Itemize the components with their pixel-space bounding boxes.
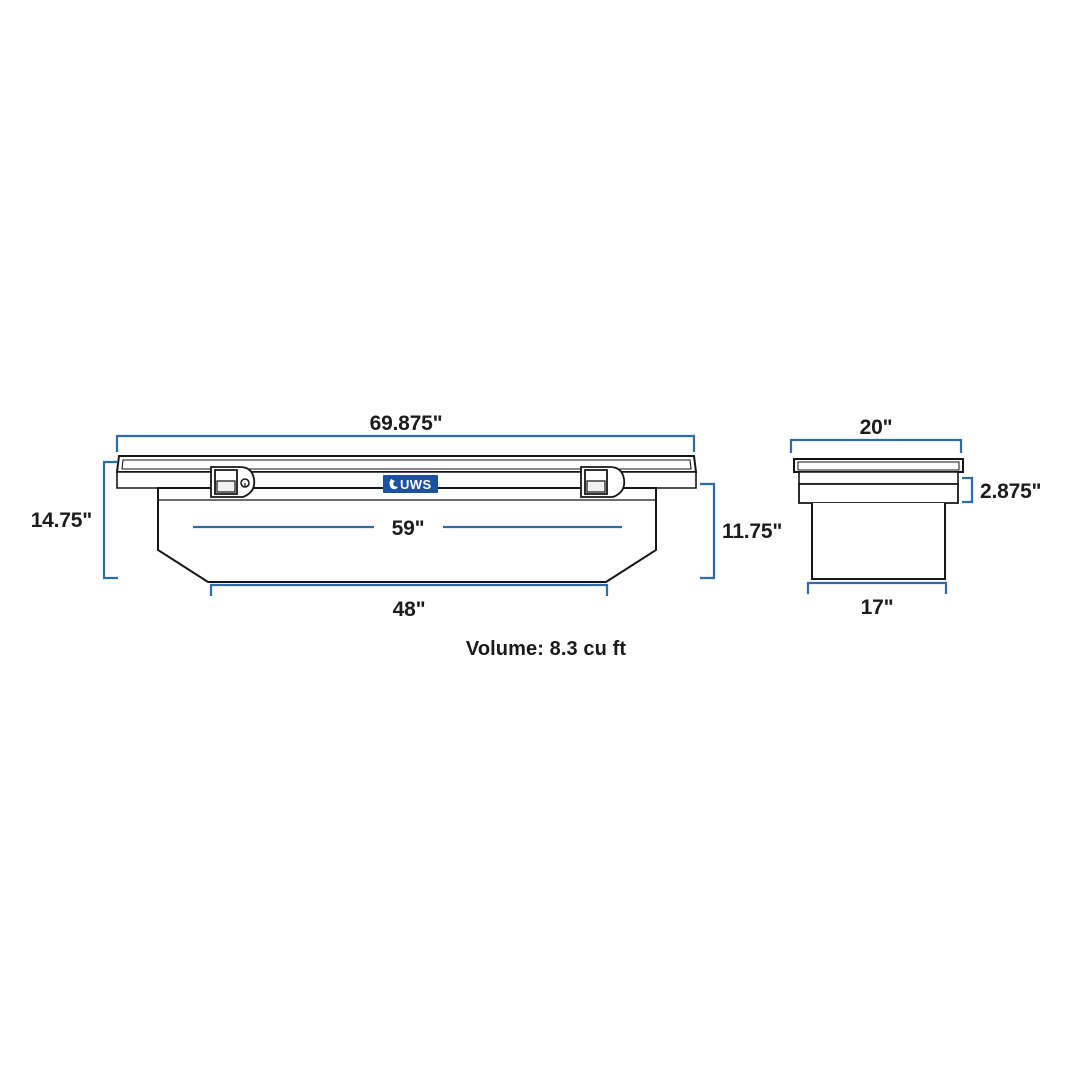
dim-lid-height-label: 2.875" xyxy=(980,480,1041,503)
dim-body-height: 11.75" xyxy=(700,482,782,580)
uws-logo-text: UWS xyxy=(400,477,432,492)
volume-note: Volume: 8.3 cu ft xyxy=(466,638,626,660)
side-lid-skirt xyxy=(798,471,959,485)
side-view-body xyxy=(811,503,946,580)
dim-overall-width-bracket xyxy=(115,434,696,452)
dim-overall-width-label: 69.875" xyxy=(370,412,443,435)
side-view: 20" 2.875" 17" xyxy=(789,416,1042,619)
dim-base-depth-label: 17" xyxy=(861,596,894,619)
body-outline xyxy=(157,487,657,583)
dim-overall-height: 14.75" xyxy=(31,460,118,580)
dim-body-height-bracket xyxy=(700,482,716,580)
dim-body-height-label: 11.75" xyxy=(722,520,782,543)
side-view-shoulder xyxy=(798,483,959,504)
dim-base-width: 48" xyxy=(209,583,609,621)
dim-overall-height-bracket xyxy=(102,460,118,580)
lid-inner-line xyxy=(121,459,692,470)
uws-logo: UWS xyxy=(383,475,438,493)
dim-overall-depth-label: 20" xyxy=(860,416,893,439)
uws-swoosh-icon xyxy=(389,479,398,490)
latch-right[interactable] xyxy=(580,466,626,498)
dim-base-width-label: 48" xyxy=(393,598,426,621)
side-shoulder-band xyxy=(798,483,959,504)
latch-right-paddle-recess xyxy=(586,480,606,493)
dim-interior-width-label: 59" xyxy=(392,517,425,540)
uws-logo-background xyxy=(383,475,438,493)
front-view-body xyxy=(157,487,657,583)
latch-left[interactable] xyxy=(210,466,256,498)
dim-overall-depth-bracket xyxy=(789,438,963,453)
dim-overall-width: 69.875" xyxy=(115,412,696,452)
dim-base-depth: 17" xyxy=(806,581,948,619)
dim-lid-height: 2.875" xyxy=(962,476,1042,504)
dim-base-depth-bracket xyxy=(806,581,948,594)
latch-left-paddle-recess xyxy=(216,480,236,493)
dim-interior-width: 59" xyxy=(193,517,622,540)
front-view: UWS 69.875" 14.75" 11.75" 59" xyxy=(31,412,783,621)
dim-overall-height-label: 14.75" xyxy=(31,509,92,532)
dim-lid-height-bracket xyxy=(962,476,974,504)
side-view-lid xyxy=(793,458,964,473)
side-body-outline xyxy=(811,503,946,580)
dim-overall-depth: 20" xyxy=(789,416,963,453)
side-view-lid-skirt xyxy=(798,471,959,485)
side-lid-inner-line xyxy=(797,461,960,471)
dim-base-width-bracket xyxy=(209,583,609,596)
